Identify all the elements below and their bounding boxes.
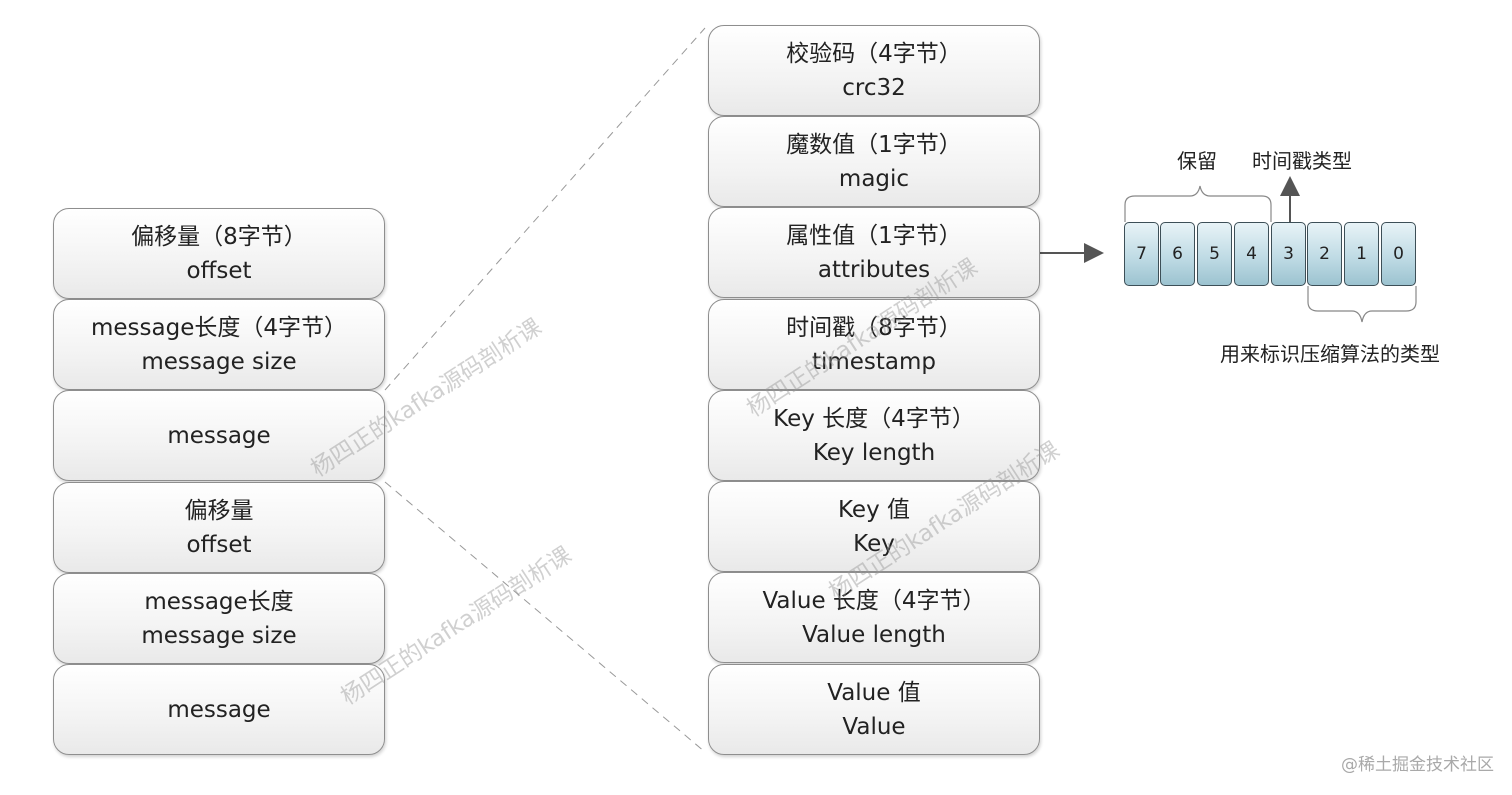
field-message: message xyxy=(53,390,385,481)
expand-line-top xyxy=(384,27,706,391)
field-label: message长度（4字节） xyxy=(91,314,347,341)
field-label: Key 值 xyxy=(837,496,910,523)
field-label: 校验码（4字节） xyxy=(786,40,962,67)
bit-3: 3 xyxy=(1271,222,1306,286)
field-attributes: 属性值（1字节） attributes xyxy=(708,207,1040,298)
field-label: message xyxy=(167,422,271,449)
field-timestamp: 时间戳（8字节） timestamp xyxy=(708,299,1040,390)
field-sublabel: magic xyxy=(838,165,910,192)
field-message-2: message xyxy=(53,664,385,755)
field-label: 魔数值（1字节） xyxy=(786,131,962,158)
field-offset: 偏移量（8字节） offset xyxy=(53,208,385,299)
bit-7: 7 xyxy=(1124,222,1159,286)
field-key-length: Key 长度（4字节） Key length xyxy=(708,390,1040,481)
field-sublabel: offset xyxy=(186,257,252,284)
field-sublabel: crc32 xyxy=(842,74,906,101)
bit-2: 2 xyxy=(1307,222,1342,286)
field-label: Value 值 xyxy=(827,679,921,706)
field-sublabel: Key length xyxy=(812,439,936,466)
field-message-size-2: message长度 message size xyxy=(53,573,385,664)
field-sublabel: offset xyxy=(186,531,252,558)
bit-0: 0 xyxy=(1381,222,1416,286)
field-sublabel: Value length xyxy=(802,621,946,648)
field-magic: 魔数值（1字节） magic xyxy=(708,116,1040,207)
field-sublabel: message size xyxy=(141,348,297,375)
bit-5: 5 xyxy=(1197,222,1232,286)
bit-1: 1 xyxy=(1344,222,1379,286)
field-label: Value 长度（4字节） xyxy=(762,587,986,614)
bit-4: 4 xyxy=(1234,222,1269,286)
compression-type-label: 用来标识压缩算法的类型 xyxy=(1220,342,1440,366)
field-label: 属性值（1字节） xyxy=(786,222,962,249)
bit-6: 6 xyxy=(1160,222,1195,286)
field-sublabel: timestamp xyxy=(811,348,937,375)
field-key: Key 值 Key xyxy=(708,481,1040,572)
field-sublabel: message size xyxy=(141,622,297,649)
field-offset-2: 偏移量 offset xyxy=(53,482,385,573)
field-crc32: 校验码（4字节） crc32 xyxy=(708,25,1040,116)
field-sublabel: Key xyxy=(853,530,895,557)
reserved-label: 保留 xyxy=(1177,149,1217,173)
field-label: 时间戳（8字节） xyxy=(786,314,962,341)
field-label: 偏移量 xyxy=(184,497,254,524)
credit-text: @稀土掘金技术社区 xyxy=(1341,755,1494,775)
field-label: message长度 xyxy=(144,588,294,615)
field-sublabel: attributes xyxy=(817,256,931,283)
field-label: message xyxy=(167,696,271,723)
reserved-brace xyxy=(1124,185,1272,222)
field-value: Value 值 Value xyxy=(708,664,1040,755)
field-label: Key 长度（4字节） xyxy=(773,405,975,432)
field-sublabel: Value xyxy=(842,713,906,740)
field-label: 偏移量（8字节） xyxy=(131,223,307,250)
field-value-length: Value 长度（4字节） Value length xyxy=(708,572,1040,663)
timestamp-type-label: 时间戳类型 xyxy=(1252,149,1352,173)
compression-brace xyxy=(1307,286,1417,323)
field-message-size: message长度（4字节） message size xyxy=(53,299,385,390)
